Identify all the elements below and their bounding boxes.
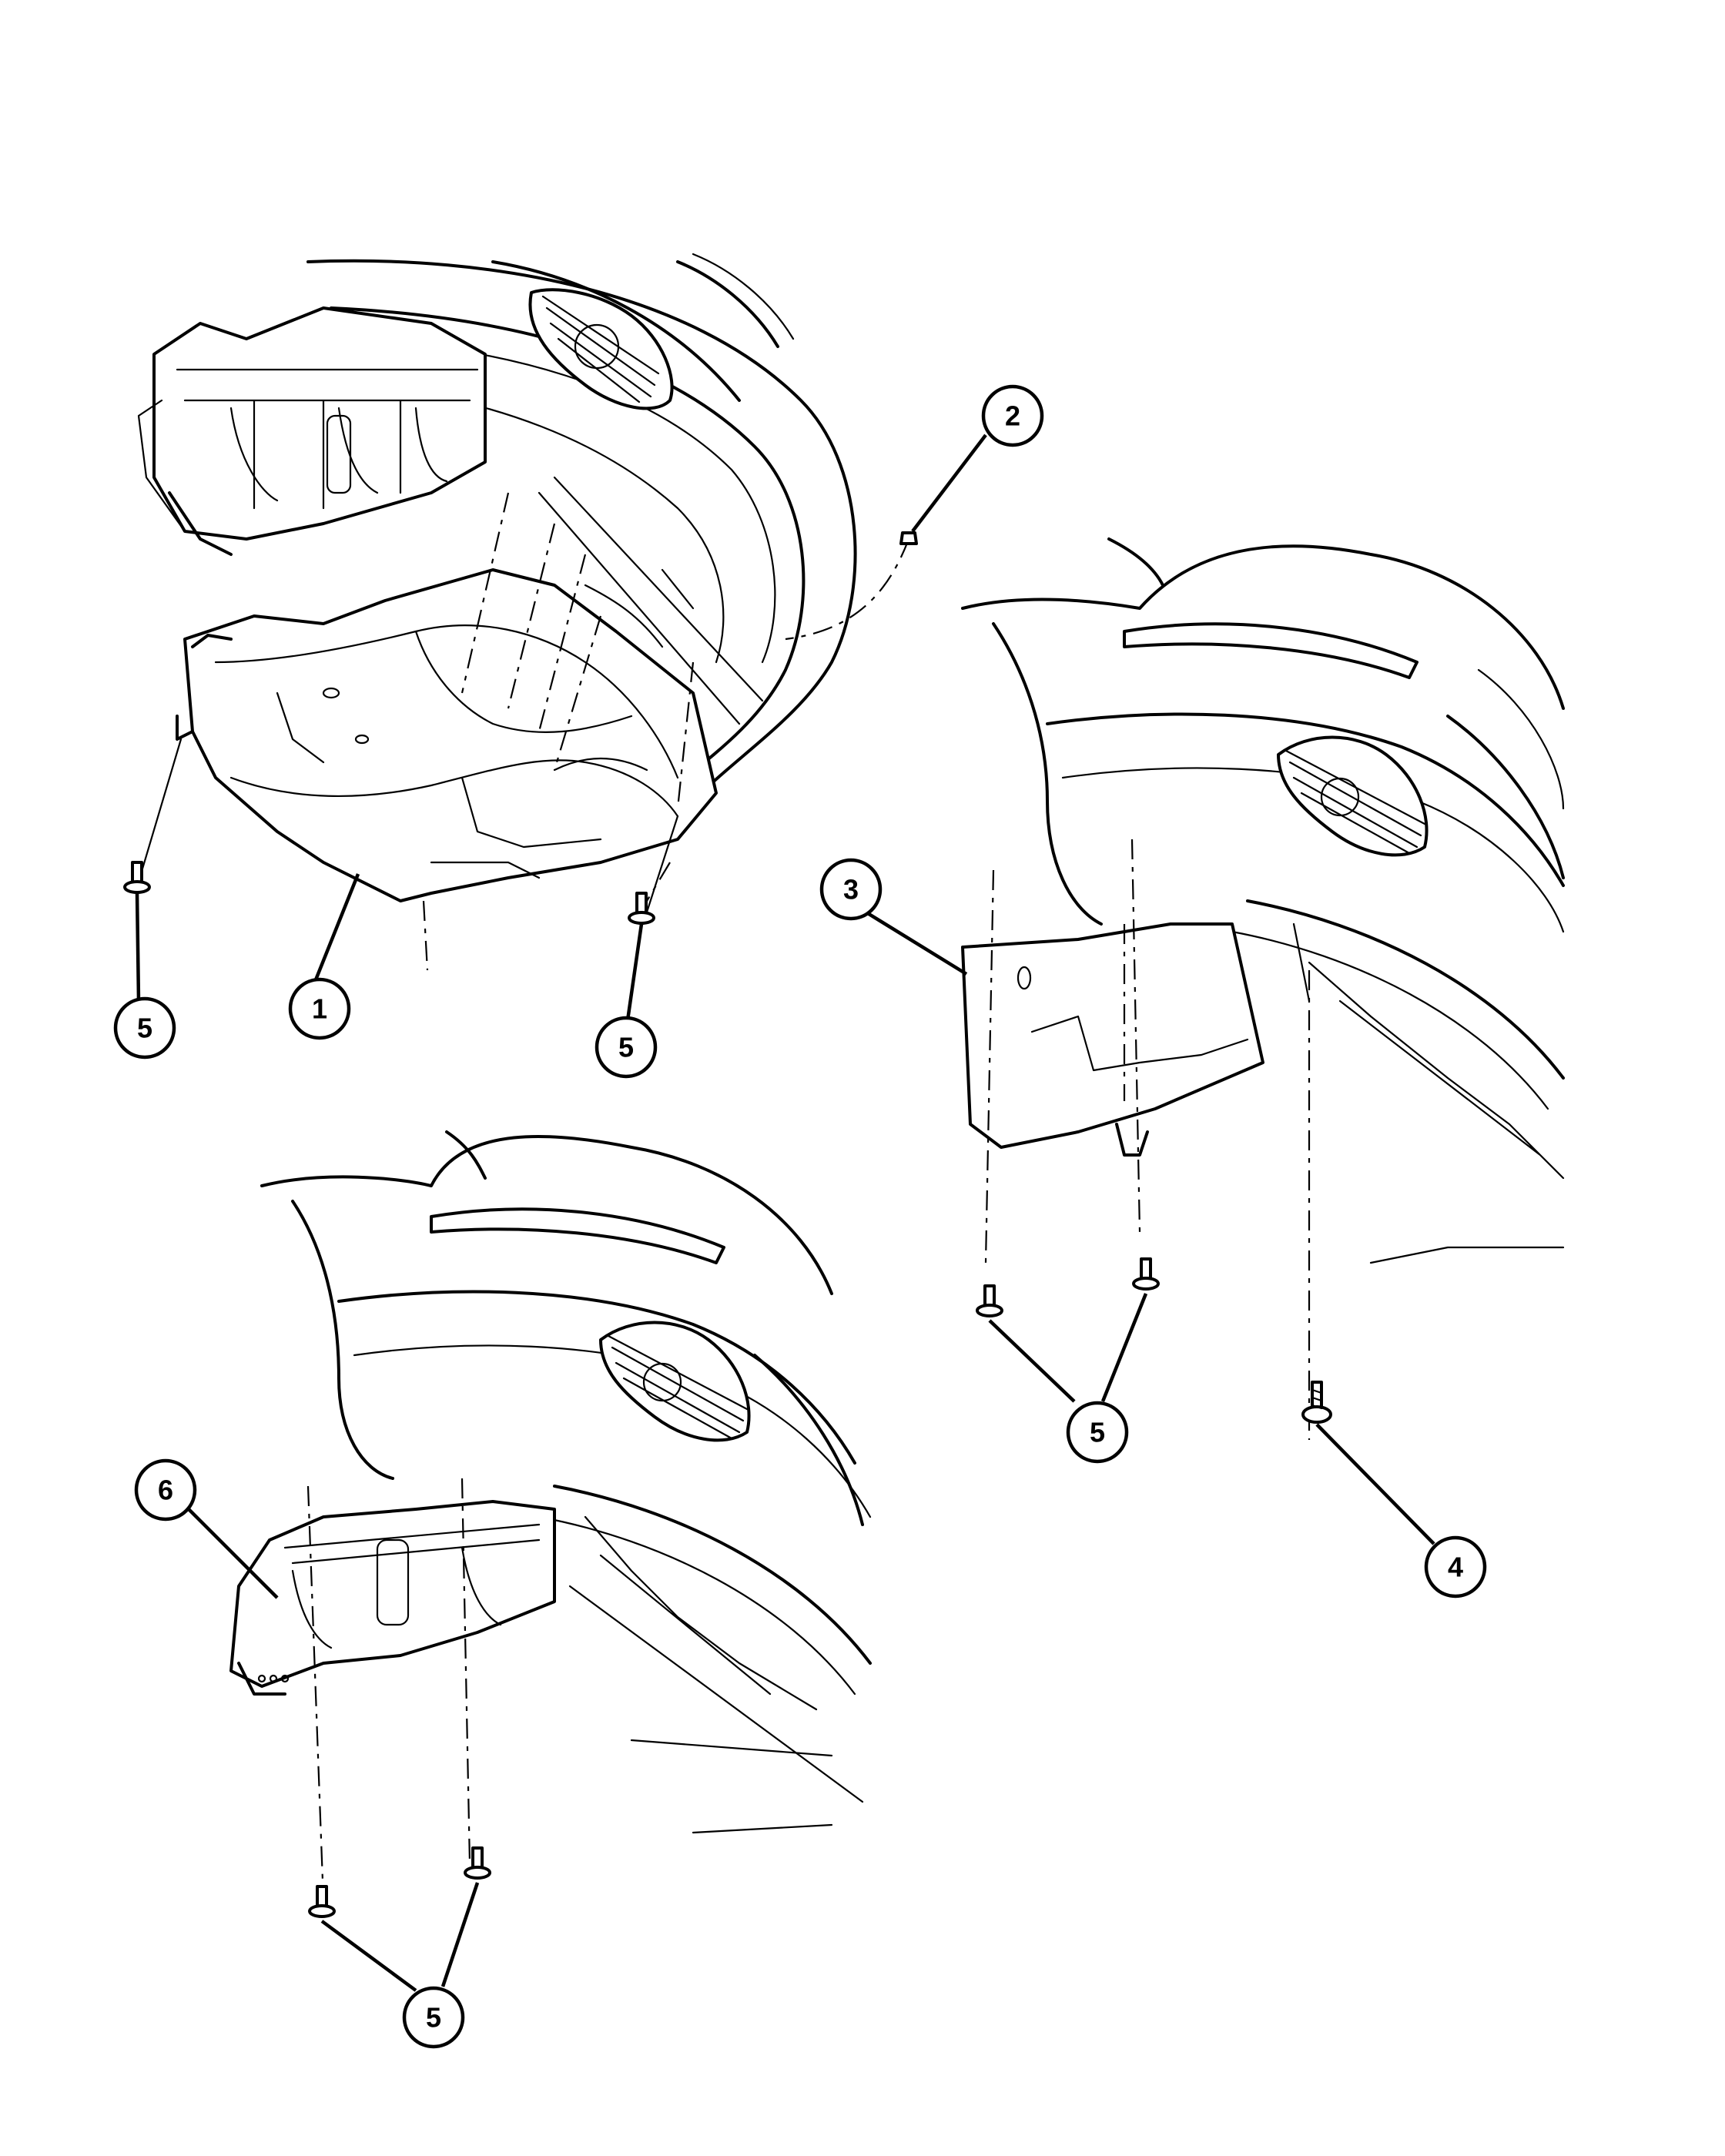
fastener-icon	[1132, 1257, 1160, 1291]
fastener-icon	[464, 1846, 491, 1880]
callout-label: 2	[1005, 400, 1020, 432]
screw-icon	[1301, 1381, 1332, 1424]
callout-1: 1	[288, 977, 351, 1040]
callout-label: 5	[618, 1032, 634, 1063]
callout-5: 5	[595, 1016, 658, 1079]
clip-icon	[899, 531, 918, 545]
callout-2: 2	[981, 384, 1044, 447]
belly-pan-grille	[599, 1321, 751, 1442]
callout-4: 4	[1424, 1535, 1487, 1599]
callout-label: 5	[137, 1013, 152, 1044]
callout-label: 5	[426, 2002, 441, 2034]
view-air-dam	[961, 537, 1565, 1440]
callout-6: 6	[134, 1458, 197, 1522]
radiator-support	[137, 306, 487, 556]
fastener-icon	[308, 1885, 336, 1918]
callout-label: 4	[1448, 1552, 1463, 1583]
leader-lines	[135, 434, 1435, 1992]
callout-label: 1	[312, 993, 327, 1025]
callout-label: 5	[1090, 1417, 1105, 1448]
fastener-icon	[976, 1284, 1003, 1317]
callout-5: 5	[1066, 1401, 1129, 1464]
fasteners	[123, 531, 1332, 1918]
callout-label: 6	[158, 1475, 173, 1506]
callout-3: 3	[819, 858, 883, 921]
callout-5: 5	[113, 996, 176, 1060]
fastener-icon	[123, 861, 151, 894]
view-belly-pan	[229, 1130, 872, 1903]
belly-pan-part-6	[229, 1500, 556, 1696]
air-dam-part-3	[961, 922, 1264, 1157]
air-dam-grille	[1277, 735, 1429, 857]
fastener-icon	[628, 892, 655, 925]
callout-5: 5	[402, 1986, 465, 2049]
splash-shield-part-1	[176, 568, 718, 902]
fog-lamp-grille	[528, 288, 674, 410]
view-underbody-shield	[137, 253, 910, 971]
callout-label: 3	[843, 874, 859, 906]
